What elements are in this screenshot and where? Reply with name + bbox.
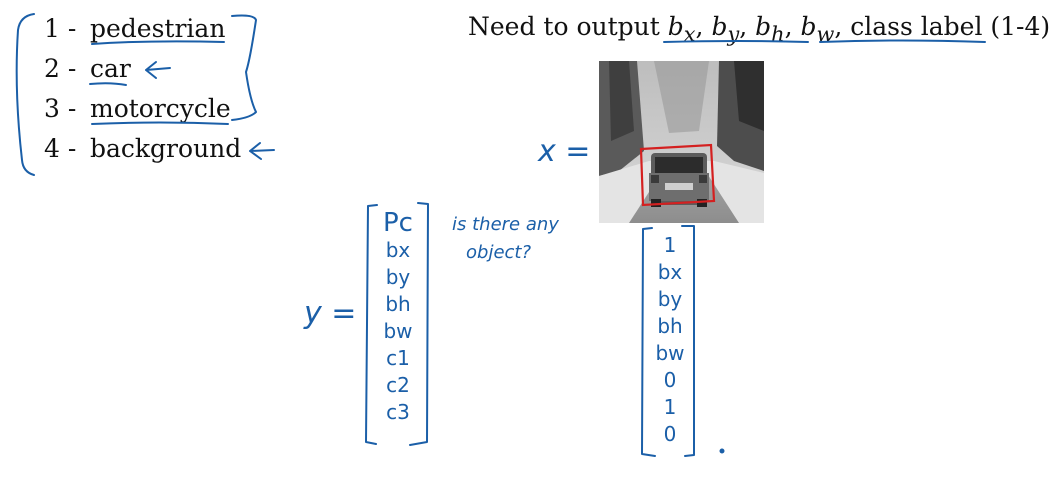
ex-bracket-right [681,225,695,457]
caption-b: b [755,12,772,41]
ex-entry-by: by [657,287,683,311]
class-num: 1 - [44,14,77,43]
caption-prefix: Need to output [468,12,668,41]
y-entry-bh: bh [385,292,411,316]
x-label: x = [538,134,591,169]
y-vector: Pc bx by bh bw c1 c2 c3 [376,210,420,426]
underline-motorcycle [91,121,229,125]
ex-bracket-left [641,227,656,457]
caption-suffix: class label (1-4) [850,12,1050,41]
caption-sub-x: x [683,22,696,46]
ex-entry-bw: bw [655,341,685,365]
underline-b [663,40,809,43]
y-label: y = [304,296,357,331]
class-item-3: 3 - motorcycle [44,94,231,123]
example-vector: 1 bx by bh bw 0 1 0 [648,232,692,448]
y-bracket-left [365,204,378,445]
ex-entry-c3: 0 [663,422,677,446]
class-num: 2 - [44,54,77,83]
ex-entry-bh: bh [657,314,683,338]
caption-sub-y: y [727,22,740,46]
arrow-background [249,142,275,160]
ex-entry-bx: bx [657,260,683,284]
caption-b: b [667,12,684,41]
y-entry-c2: c2 [386,373,410,397]
y-entry-pc: Pc [383,208,413,238]
bounding-box [639,143,716,207]
underline-car [89,82,127,86]
note-line-1: is there any [452,214,559,235]
class-label: pedestrian [90,14,226,43]
class-item-4: 4 - background [44,134,241,163]
class-label: background [90,134,242,163]
car-photo [599,61,764,223]
class-item-1: 1 - pedestrian [44,14,225,43]
underline-class-label [819,39,986,43]
y-entry-bw: bw [383,319,413,343]
ex-entry-1: 1 [663,233,677,257]
y-entry-c1: c1 [386,346,410,370]
arrow-car [145,61,171,79]
left-bracket [15,13,35,176]
y-entry-by: by [385,265,411,289]
output-caption: Need to output bx, by, bh, bw, class lab… [468,12,1050,46]
car-photo-image [599,61,764,223]
right-bracket [231,14,257,121]
y-entry-bx: bx [385,238,411,262]
caption-sub-h: h [771,22,785,46]
y-entry-c3: c3 [386,400,410,424]
underline-pedestrian [91,40,225,45]
ex-entry-c2: 1 [663,395,677,419]
ex-entry-c1: 0 [663,368,677,392]
class-num: 3 - [44,94,77,123]
caption-b: b [800,12,817,41]
y-bracket-right [409,202,429,446]
class-item-2: 2 - car [44,54,131,83]
class-label: motorcycle [90,94,231,123]
note-line-2: object? [466,242,532,263]
caption-b: b [711,12,728,41]
caption-sub-w: w [816,22,835,46]
class-num: 4 - [44,134,77,163]
class-label: car [90,54,131,83]
